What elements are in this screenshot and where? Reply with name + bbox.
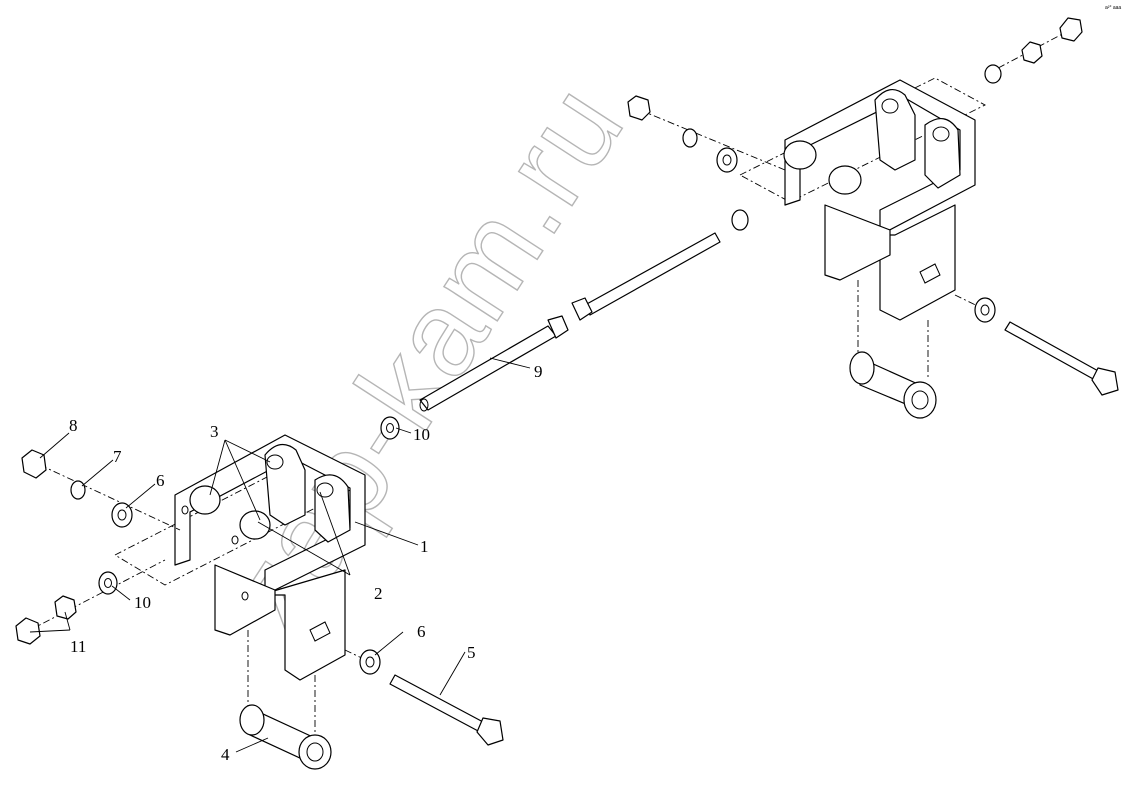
- upper-right-nut-1: [1021, 41, 1043, 64]
- upper-bushing-1: [783, 140, 817, 170]
- upper-rubber-bushing: [849, 351, 937, 419]
- upper-washer-bolt: [974, 297, 996, 323]
- callout-4: 4: [221, 745, 230, 764]
- callout-5: 5: [467, 643, 476, 662]
- lower-left-centerline-2: [29, 559, 166, 631]
- washer-10-lower: [98, 571, 118, 595]
- lower-ear-hole-1: [266, 454, 284, 470]
- callout-6-left: 6: [156, 471, 165, 490]
- washer-10-upper: [380, 416, 400, 440]
- lower-centerline-3: [344, 649, 371, 663]
- upper-right-washer: [984, 64, 1002, 84]
- upper-left-centerline: [639, 109, 786, 171]
- washer-6-lower: [359, 649, 381, 675]
- upper-ear-hole-2: [932, 126, 950, 142]
- upper-left-washer: [716, 147, 738, 173]
- nut-11-large: [15, 617, 41, 645]
- watermark-text: zap-kam.ru: [199, 61, 649, 654]
- upper-right-assembly: [571, 17, 1119, 419]
- corner-mark: a²° aaa: [1105, 5, 1121, 11]
- upper-long-bolt: [1004, 321, 1119, 396]
- upper-bracket-ear-1: [874, 89, 916, 171]
- lower-long-bolt-5: [389, 674, 504, 746]
- lower-bracket-tab: [259, 569, 346, 681]
- washer-6-left: [111, 502, 133, 528]
- long-rod-9: [419, 315, 569, 412]
- upper-ear-hole-1: [881, 98, 899, 114]
- upper-axle-washer: [731, 209, 749, 231]
- lower-ear-hole-2: [316, 482, 334, 498]
- upper-tab-slot: [919, 263, 941, 284]
- callout-6-lower: 6: [417, 622, 426, 641]
- lower-bracket-ear-2: [314, 474, 351, 543]
- lower-tab-slot: [309, 621, 331, 642]
- callout-1: 1: [420, 537, 429, 556]
- lower-projection-box: [114, 454, 361, 586]
- callout-8: 8: [69, 416, 78, 435]
- callout-2: 2: [374, 584, 383, 603]
- upper-left-lockwasher: [682, 128, 698, 148]
- lower-bushing-1: [189, 485, 221, 515]
- callout-11: 11: [70, 637, 86, 656]
- upper-bracket-tab: [879, 204, 956, 321]
- lower-bracket-ear-1: [264, 444, 306, 526]
- upper-axle-rod: [571, 232, 721, 321]
- nut-11-small: [54, 595, 77, 620]
- callout-9: 9: [534, 362, 543, 381]
- lower-bushing-2: [239, 510, 271, 540]
- upper-right-nut-2: [1059, 17, 1083, 42]
- nut-8: [21, 449, 47, 479]
- lockwasher-7: [70, 480, 86, 500]
- callout-7: 7: [113, 447, 122, 466]
- upper-bushing-2: [828, 165, 862, 195]
- callout-10-upper: 10: [413, 425, 430, 444]
- lower-left-assembly: [15, 434, 504, 770]
- leader-lines: [29, 357, 531, 753]
- callout-10-lower: 10: [134, 593, 151, 612]
- watermark: zap-kam.ru: [199, 60, 651, 655]
- upper-bracket-leg: [824, 204, 891, 281]
- upper-bracket-ear-2: [924, 118, 961, 189]
- lower-rubber-bushing-4: [239, 704, 332, 770]
- upper-left-nut: [627, 95, 651, 121]
- callout-3: 3: [210, 422, 219, 441]
- callouts: 8 7 6 3 1 2 9 10 10 11 6 5 4: [69, 362, 543, 764]
- lower-left-centerline-1: [39, 464, 181, 531]
